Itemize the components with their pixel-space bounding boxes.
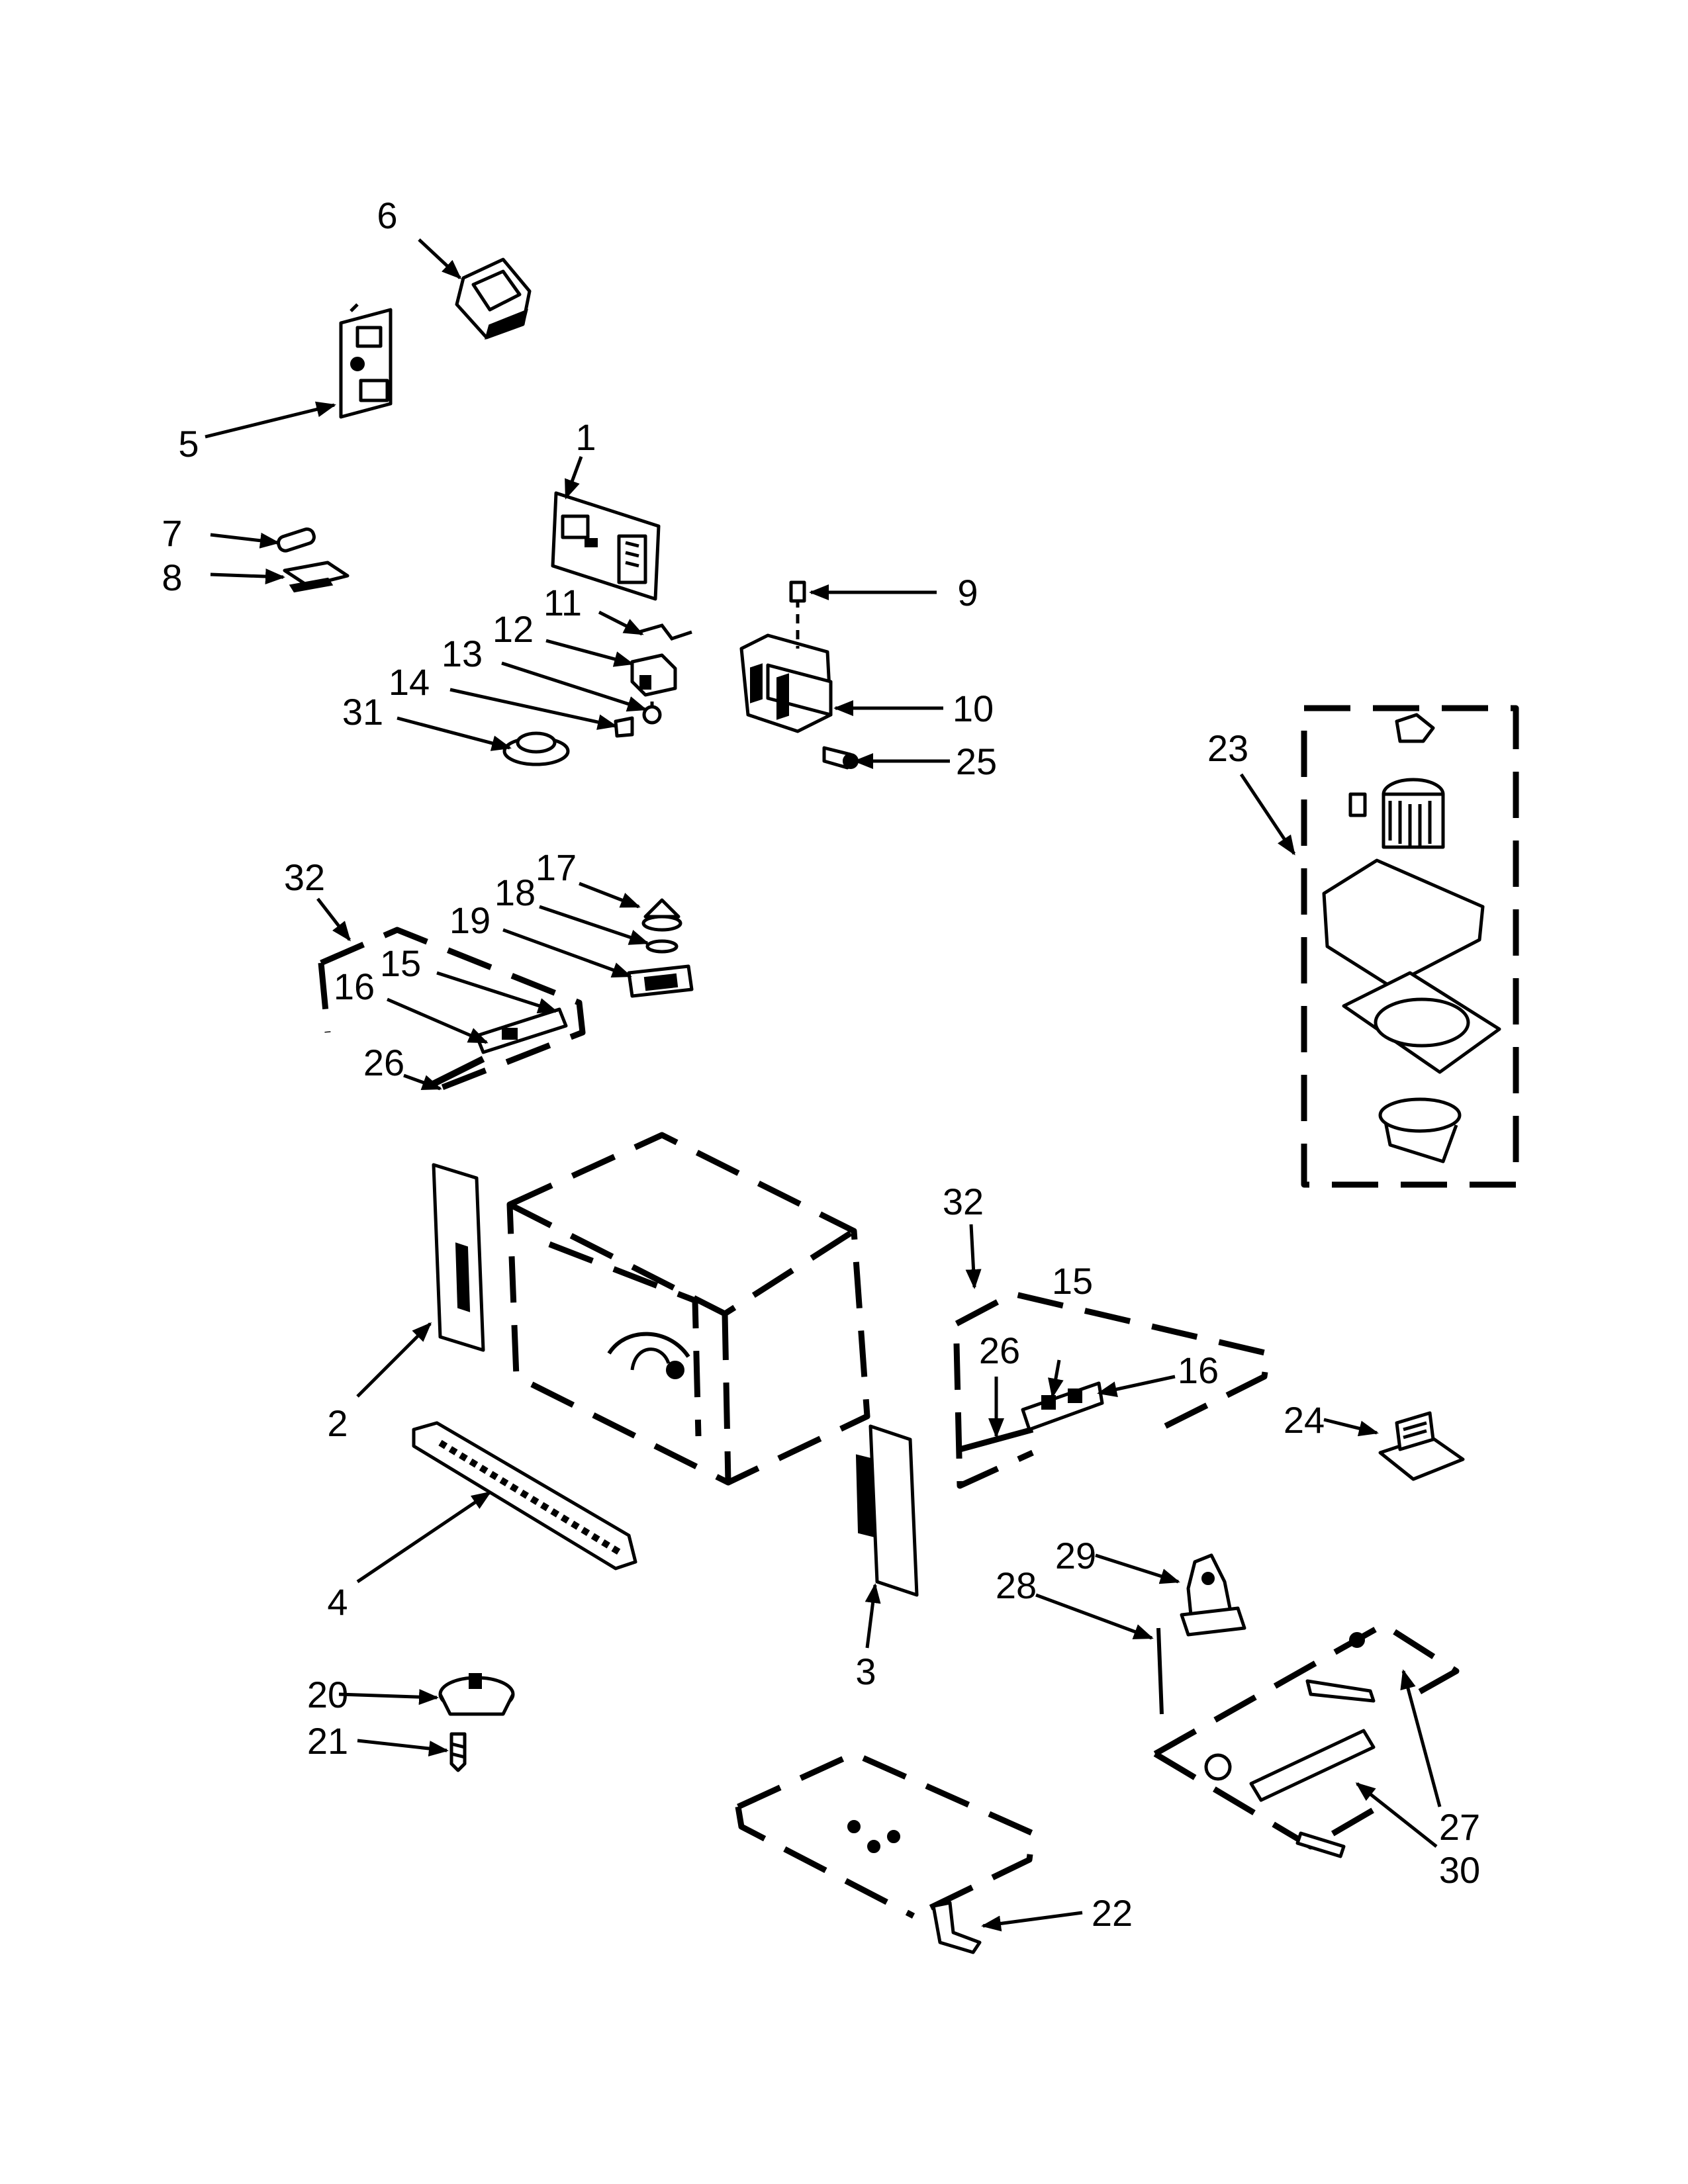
part-13-sensor: [642, 702, 662, 725]
callout-18: 18: [494, 872, 536, 913]
leader-lines: [205, 238, 1442, 1932]
part-18-washer: [645, 939, 679, 954]
part-2-door-trim-left: [432, 1163, 485, 1352]
part-3-door-trim-right: [855, 1424, 919, 1597]
callout-6: 6: [377, 195, 397, 236]
part-11-wire: [638, 623, 692, 641]
part-17-knob: [641, 898, 682, 932]
callout-2: 2: [327, 1402, 348, 1444]
callout-30: 30: [1439, 1849, 1480, 1891]
part-6-housing: [455, 257, 532, 340]
part-4-vent-grille: [412, 1421, 637, 1570]
part-8-fuse-holder: [283, 561, 350, 593]
callout-27: 27: [1439, 1806, 1480, 1848]
part-10-transformer: [739, 633, 833, 733]
part-27-30-assembly: [1153, 1621, 1460, 1858]
callout-4: 4: [327, 1581, 348, 1623]
callout-25: 25: [956, 741, 997, 782]
callout-10: 10: [953, 688, 994, 729]
callout-20: 20: [307, 1674, 348, 1715]
callout-17: 17: [536, 846, 577, 888]
part-21-screw: [449, 1732, 467, 1772]
callout-31: 31: [342, 691, 383, 733]
callout-9: 9: [957, 572, 978, 614]
part-31-thermostat: [502, 731, 570, 766]
callout-29: 29: [1055, 1535, 1096, 1576]
part-32-heater-assembly-lower: [953, 1291, 1271, 1489]
part-23-blower-assembly: [1301, 705, 1519, 1188]
callout-19: 19: [449, 899, 491, 941]
callout-8: 8: [162, 557, 182, 598]
part-14-clip: [614, 716, 634, 738]
callout-3: 3: [855, 1651, 876, 1692]
part-22-hinge: [931, 1901, 982, 1954]
callout-13: 13: [442, 633, 483, 674]
part-19-base: [627, 964, 694, 998]
callout-28: 28: [996, 1565, 1037, 1606]
bottom-panel: [735, 1751, 1036, 1919]
callout-5: 5: [178, 423, 199, 465]
callout-22: 22: [1092, 1892, 1133, 1934]
part-12-bracket: [630, 653, 677, 697]
part-25-screw: [822, 746, 859, 770]
callout-11: 11: [543, 582, 582, 623]
callout-21: 21: [307, 1720, 348, 1762]
part-9-terminal: [789, 580, 806, 649]
callout-7: 7: [162, 512, 182, 554]
part-7-fuse: [277, 527, 316, 553]
callout-1: 1: [575, 416, 596, 458]
part-20-motor: [438, 1673, 515, 1716]
callout-15b: 15: [1052, 1260, 1093, 1302]
callout-23: 23: [1207, 727, 1248, 769]
part-29-bracket: [1180, 1553, 1246, 1637]
callout-12: 12: [492, 608, 534, 650]
part-5-relay-board: [339, 303, 393, 419]
oven-cavity: [506, 1132, 870, 1486]
callout-16a: 16: [334, 966, 375, 1007]
callout-32b: 32: [943, 1181, 984, 1222]
part-1-control-board: [551, 491, 661, 601]
callout-26b: 26: [979, 1330, 1020, 1371]
callout-15a: 15: [380, 942, 421, 984]
part-24-terminal-block: [1378, 1411, 1465, 1481]
part-32-heater-assembly-upper: [318, 927, 586, 1095]
callout-24: 24: [1284, 1399, 1325, 1441]
callout-26a: 26: [363, 1042, 404, 1083]
callout-numbers: 6 5 1 7 8 9 11 12 13 14 31 10 25 23 17 1…: [162, 195, 1480, 1934]
part-28-rod: [1156, 1627, 1164, 1715]
callout-32a: 32: [284, 856, 325, 898]
callout-14: 14: [389, 661, 430, 703]
callout-16b: 16: [1178, 1349, 1219, 1391]
